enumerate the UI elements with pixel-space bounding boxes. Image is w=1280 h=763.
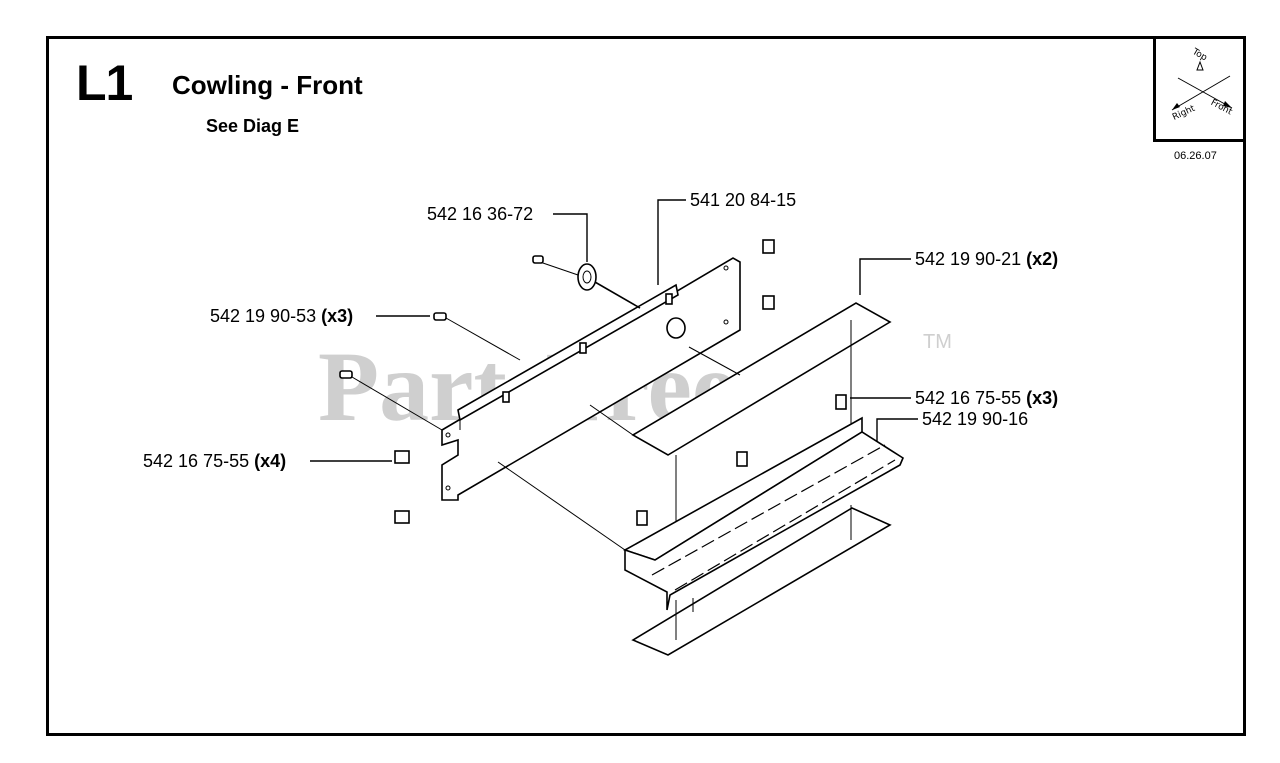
diagram-subtitle: See Diag E [206, 116, 300, 136]
callout-541-20-84-15[interactable]: 541 20 84-15 [690, 191, 796, 209]
diagram-frame [46, 36, 1246, 736]
callout-542-19-90-16[interactable]: 542 19 90-16 [922, 410, 1028, 428]
front-plate [441, 257, 741, 501]
screws [339, 312, 521, 431]
callout-542-16-75-55-x3[interactable]: 542 16 75-55 (x3) [915, 389, 1058, 407]
part-number: 542 16 75-55 [143, 451, 250, 471]
channel [497, 416, 905, 611]
part-qty: (x3) [321, 306, 354, 326]
orientation-indicator: Top Right Front [1171, 47, 1234, 123]
part-number: 542 19 90-53 [210, 306, 317, 326]
orientation-top-label: Top [1190, 47, 1209, 64]
part-number: 542 16 36-72 [427, 204, 534, 224]
callout-542-16-75-55-x4[interactable]: 542 16 75-55 (x4) [143, 452, 286, 470]
revision-date: 06.26.07 [1174, 150, 1217, 162]
watermark-tm: TM [923, 331, 952, 353]
part-qty: (x2) [1026, 249, 1059, 269]
callout-542-19-90-21[interactable]: 542 19 90-21 (x2) [915, 250, 1058, 268]
section-code: L1 [76, 55, 133, 111]
orientation-box [1153, 36, 1246, 142]
part-qty: (x3) [1026, 388, 1059, 408]
callout-542-16-36-72[interactable]: 542 16 36-72 [427, 205, 533, 223]
leader-lines [310, 199, 918, 462]
part-qty: (x4) [254, 451, 287, 471]
part-number: 541 20 84-15 [690, 190, 797, 210]
orientation-front-label: Front [1209, 98, 1234, 118]
clip-nuts [394, 239, 847, 526]
knob-shaft [532, 255, 641, 309]
callout-542-19-90-53[interactable]: 542 19 90-53 (x3) [210, 307, 353, 325]
part-number: 542 16 75-55 [915, 388, 1022, 408]
diagram-title: Cowling - Front [172, 70, 363, 100]
part-number: 542 19 90-21 [915, 249, 1022, 269]
part-number: 542 19 90-16 [922, 409, 1029, 429]
lower-pad [631, 505, 892, 656]
